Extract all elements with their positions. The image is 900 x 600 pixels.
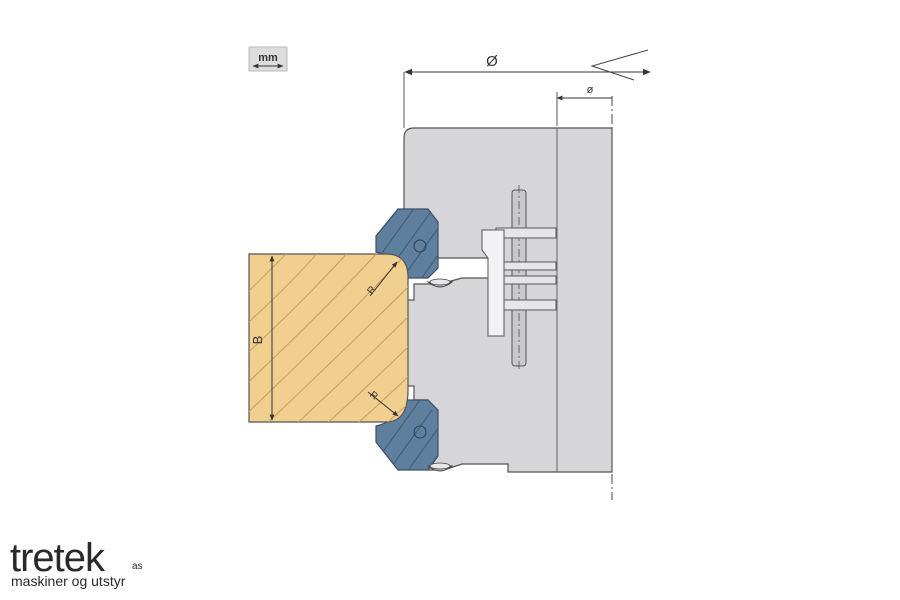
logo-suffix: as <box>132 561 143 572</box>
outer-diameter-label: Ø <box>486 53 498 70</box>
height-dimension: B <box>250 255 275 421</box>
knife-screw-top <box>413 239 427 253</box>
screw-head-top <box>426 278 454 288</box>
logo-tagline: maskiner og utstyr <box>11 573 126 589</box>
bore-diameter-label: ø <box>587 84 594 96</box>
clamping-assembly <box>481 185 557 372</box>
height-label: B <box>250 336 265 345</box>
company-logo: tretek as maskiner og utstyr <box>10 538 170 594</box>
unit-badge: mm <box>248 46 288 72</box>
unit-label: mm <box>258 52 278 64</box>
break-symbol <box>590 49 649 81</box>
outer-diameter-dimension: Ø <box>403 49 651 128</box>
screw-head-bottom <box>426 462 454 472</box>
wood-workpiece <box>248 253 409 423</box>
bore-diameter-dimension: ø <box>556 84 612 126</box>
knife-screw-bottom <box>413 425 427 439</box>
logo-name: tretek <box>10 536 105 580</box>
radius-bottom-dimension: R <box>367 389 399 417</box>
